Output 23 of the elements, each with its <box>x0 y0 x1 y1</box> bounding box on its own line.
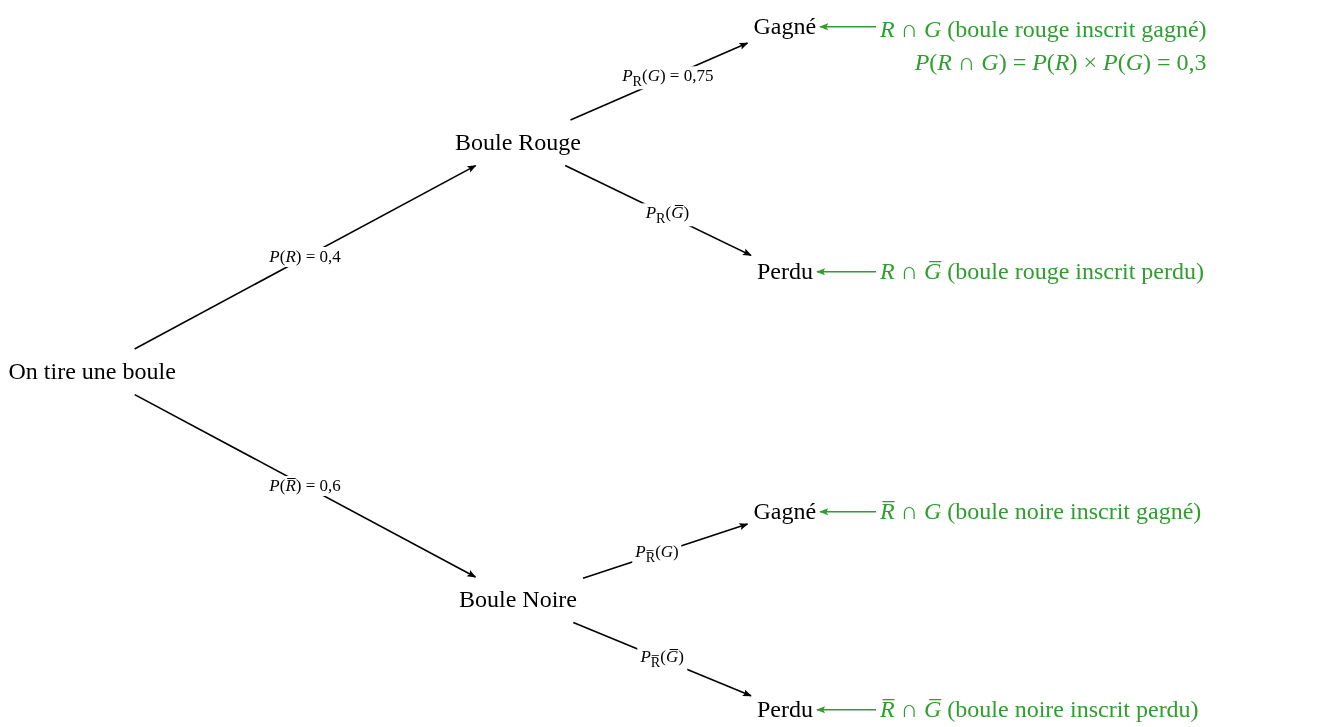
edge-label: P(R) = 0,4 <box>266 247 344 268</box>
outcome-label: On tire une boule <box>8 357 176 386</box>
event-formula: R ∩ G̅ (boule rouge inscrit perdu) <box>880 257 1204 286</box>
event-formula: R̅ ∩ G̅ (boule noire inscrit perdu) <box>880 695 1199 724</box>
edge-label: P$_{R̅}$(G̅) <box>637 647 687 671</box>
branch-arrow <box>133 164 477 350</box>
event-formula: R̅ ∩ G (boule noire inscrit gagné) <box>880 497 1202 526</box>
outcome-label: Boule Rouge <box>455 128 581 157</box>
pointer-arrow <box>816 706 877 714</box>
outcome-label: Boule Noire <box>459 585 577 614</box>
pointer-arrow <box>819 23 877 31</box>
branch-arrow <box>133 393 477 578</box>
event-formula: P(R ∩ G) = P(R) × P(G) = 0,3 <box>913 48 1207 78</box>
outcome-label: Perdu <box>757 257 813 286</box>
edge-label: P$_{R̅}$(G) <box>632 542 682 566</box>
outcome-label: Gagné <box>753 12 817 41</box>
pointer-arrow <box>816 268 877 276</box>
edge-label: P(R̅) = 0,6 <box>266 475 344 496</box>
edge-label: P$_{R}$(G̅) <box>642 203 693 227</box>
outcome-label: Perdu <box>757 695 813 724</box>
pointer-arrow <box>819 508 877 516</box>
outcome-label: Gagné <box>753 497 817 526</box>
event-formula: R ∩ G (boule rouge inscrit gagné) <box>880 14 1207 44</box>
